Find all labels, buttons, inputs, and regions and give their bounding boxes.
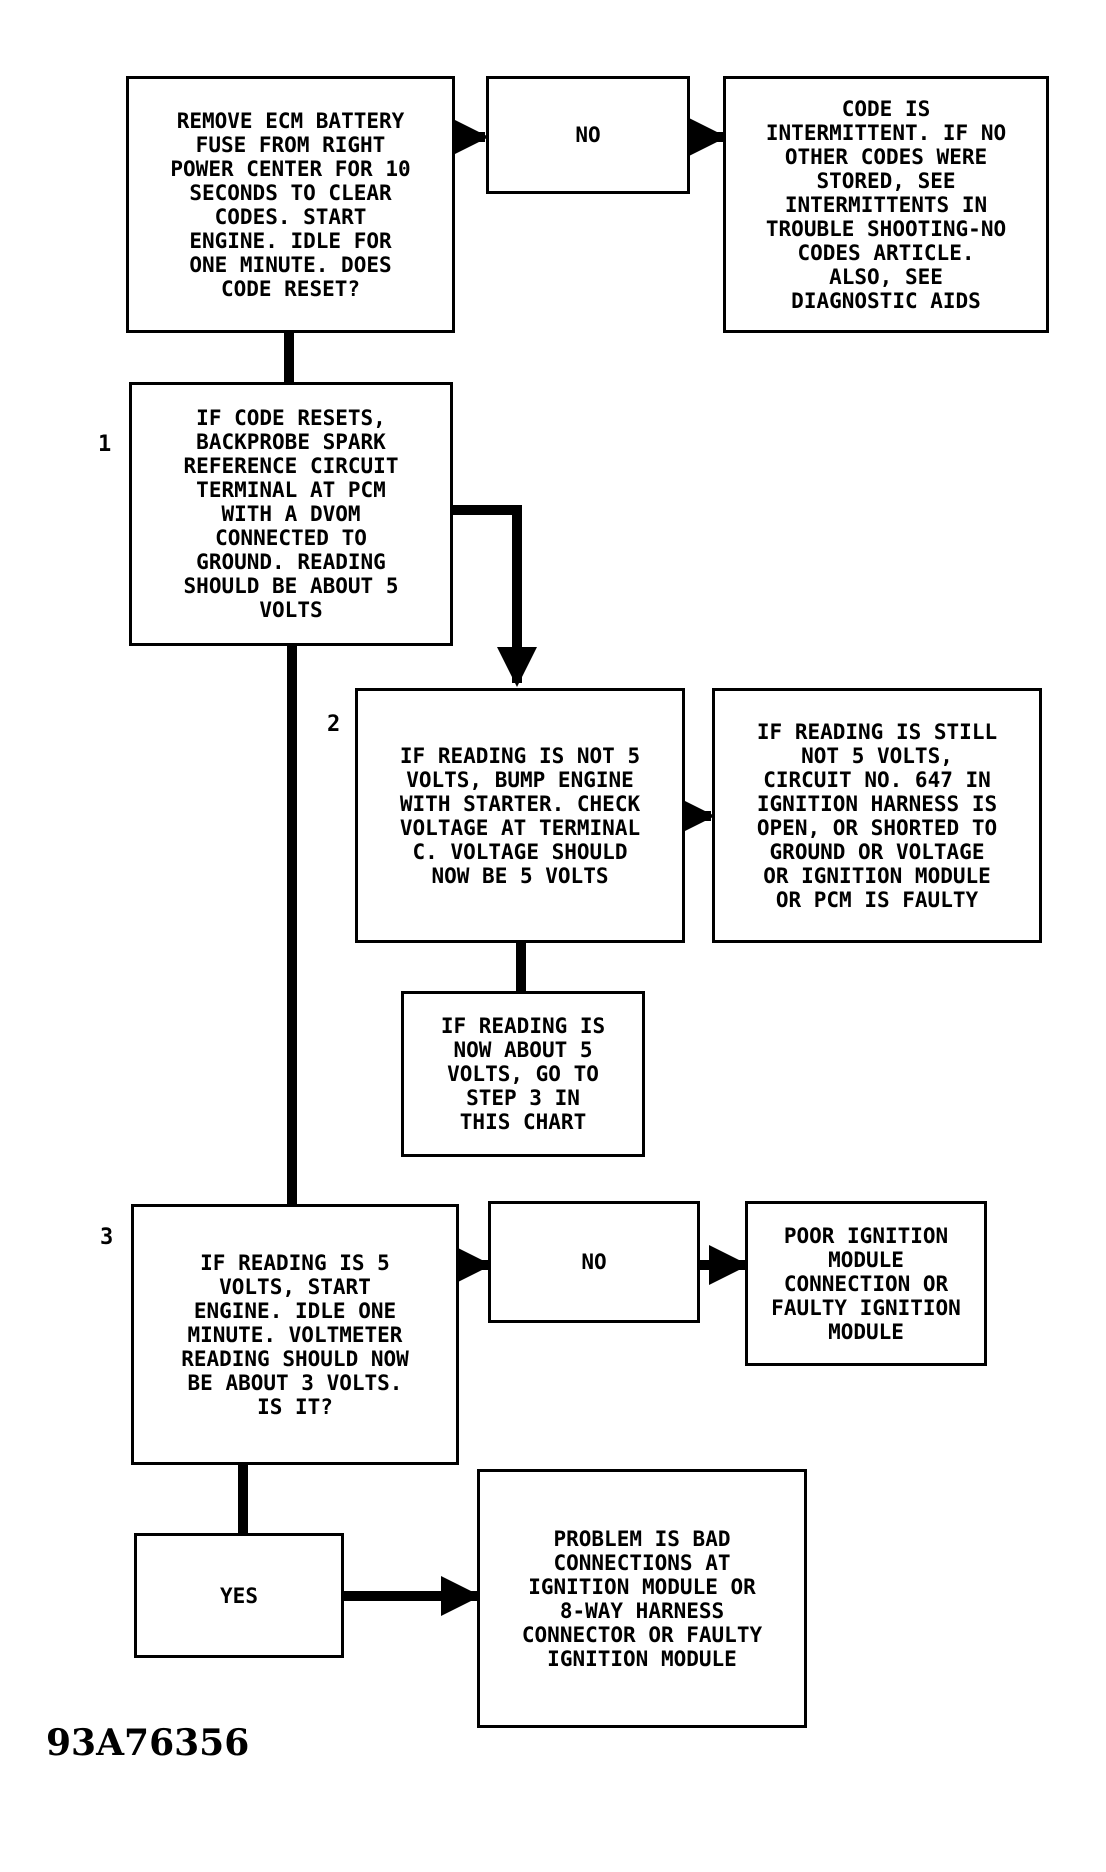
no-box-2: NO xyxy=(488,1201,700,1323)
no-box-1: NO xyxy=(486,76,690,194)
step1-box: IF CODE RESETS, BACKPROBE SPARK REFERENC… xyxy=(129,382,453,646)
arrow-step1-to-step2 xyxy=(453,505,537,687)
problem-box: PROBLEM IS BAD CONNECTIONS AT IGNITION M… xyxy=(477,1469,807,1728)
start-box: REMOVE ECM BATTERY FUSE FROM RIGHT POWER… xyxy=(126,76,455,333)
yes-box: YES xyxy=(134,1533,344,1658)
figure-id: 93A76356 xyxy=(46,1722,250,1764)
step2-box: IF READING IS NOT 5 VOLTS, BUMP ENGINE W… xyxy=(355,688,685,943)
step-number-2: 2 xyxy=(327,712,341,737)
intermittent-box: CODE IS INTERMITTENT. IF NO OTHER CODES … xyxy=(723,76,1049,333)
step3-box: IF READING IS 5 VOLTS, START ENGINE. IDL… xyxy=(131,1204,459,1465)
step-number-1: 1 xyxy=(98,432,112,457)
poor-connection-box: POOR IGNITION MODULE CONNECTION OR FAULT… xyxy=(745,1201,987,1366)
still-not-5-volts-box: IF READING IS STILL NOT 5 VOLTS, CIRCUIT… xyxy=(712,688,1042,943)
step-number-3: 3 xyxy=(100,1225,114,1250)
now-5-volts-box: IF READING IS NOW ABOUT 5 VOLTS, GO TO S… xyxy=(401,991,645,1157)
